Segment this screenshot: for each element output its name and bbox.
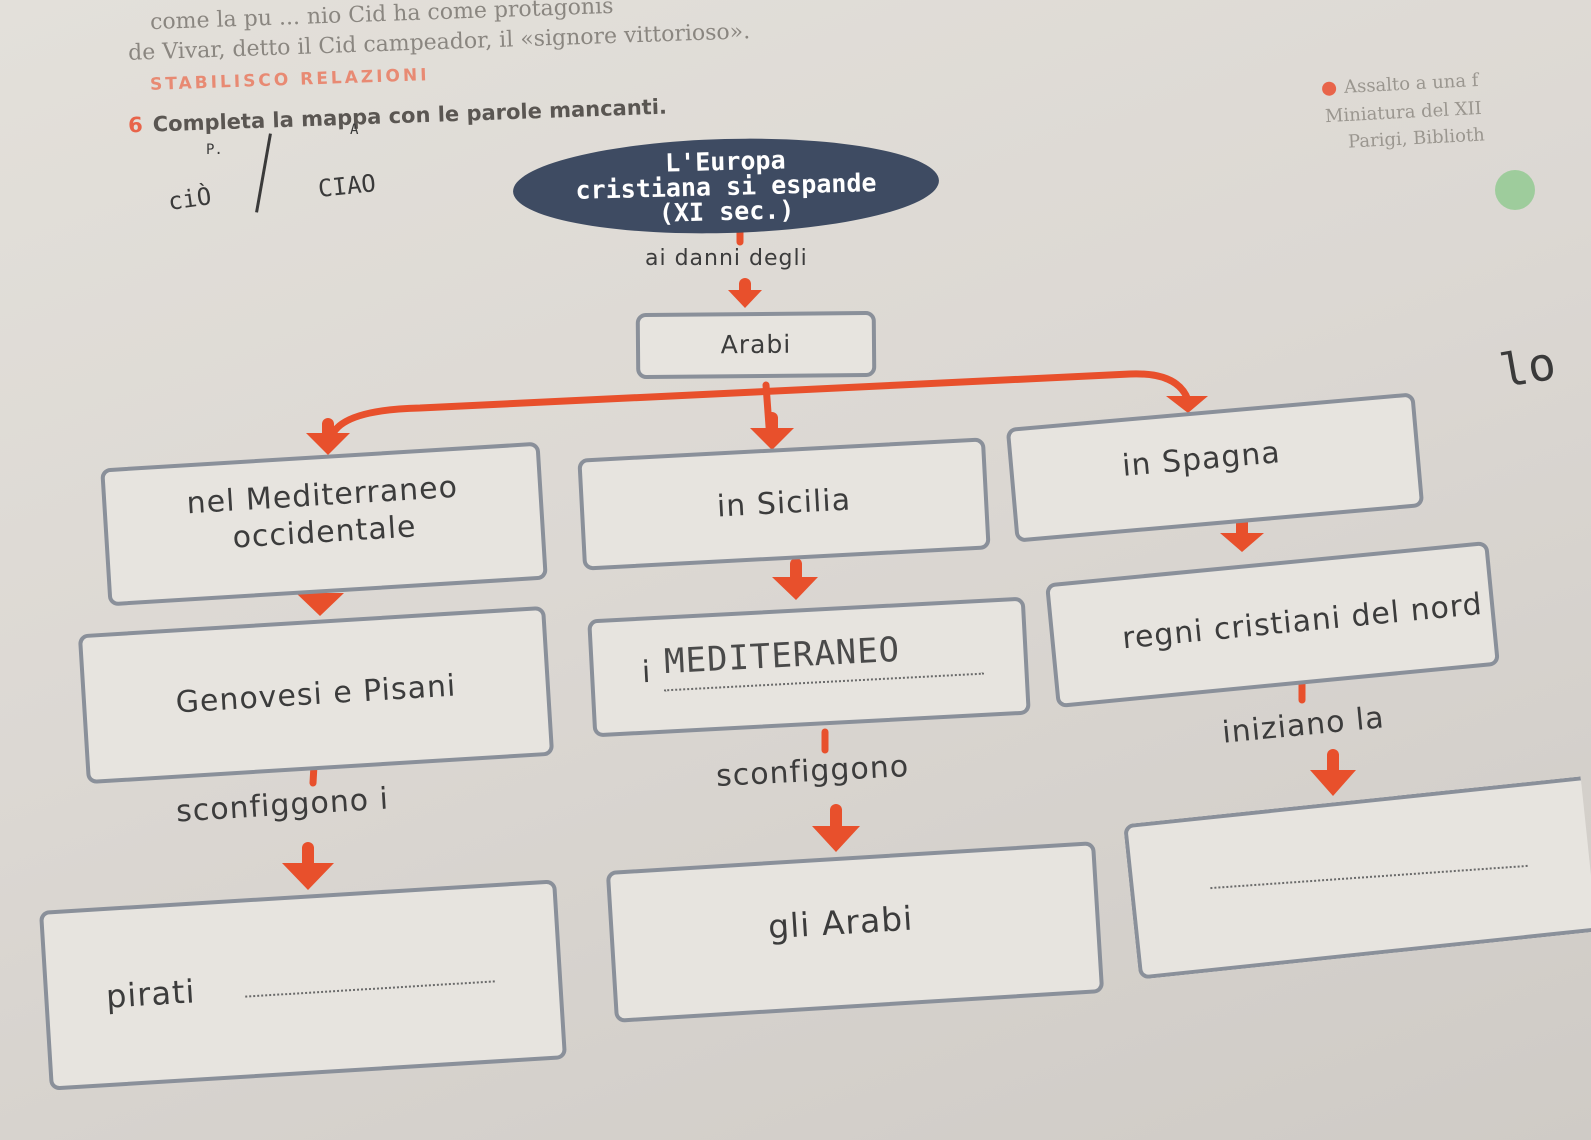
root-line-3: (XI sec.) xyxy=(658,194,795,228)
green-dot xyxy=(1495,170,1535,210)
pirati-text: pirati xyxy=(104,972,197,1016)
arabi-box: Arabi xyxy=(635,310,877,380)
mediterraneo-occidentale-box: nel Mediterraneo occidentale xyxy=(100,441,548,607)
handwritten-p: P. xyxy=(206,142,223,158)
genovesi-pisani-box: Genovesi e Pisani xyxy=(77,605,555,785)
handwritten-a: A xyxy=(350,122,359,138)
in-sicilia-box: in Sicilia xyxy=(577,437,991,571)
i-prefix: i xyxy=(641,654,653,691)
link-ai-danni-degli: ai danni degli xyxy=(645,246,808,271)
